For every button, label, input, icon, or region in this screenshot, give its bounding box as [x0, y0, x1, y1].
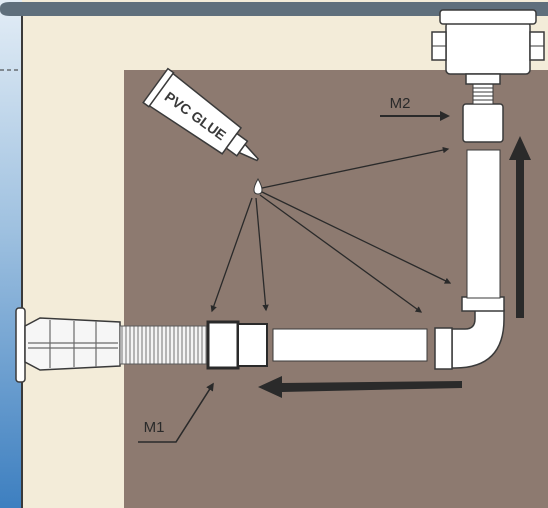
connector-m2: [462, 103, 504, 143]
filter-nozzle-icon: [24, 317, 121, 371]
label-m1: M1: [144, 419, 165, 436]
label-m2: M2: [390, 95, 411, 112]
elbow-fitting: [434, 296, 505, 370]
flow-arrow-up: [509, 136, 531, 318]
pool-coping: [0, 2, 548, 16]
glue-arrows: [210, 146, 452, 313]
vertical-pipe: [466, 149, 501, 299]
glue-drop-icon: [253, 177, 263, 195]
horizontal-pipe: [272, 328, 428, 362]
wall-flange: [15, 307, 26, 383]
pool-water: [0, 0, 22, 508]
connector-m1: [206, 320, 268, 370]
flow-arrow-left: [258, 376, 462, 398]
corrugated-hose-icon: [119, 325, 211, 365]
skimmer-box-icon: [431, 9, 545, 85]
threaded-nipple: [472, 83, 494, 105]
leader-m1: [138, 382, 214, 443]
